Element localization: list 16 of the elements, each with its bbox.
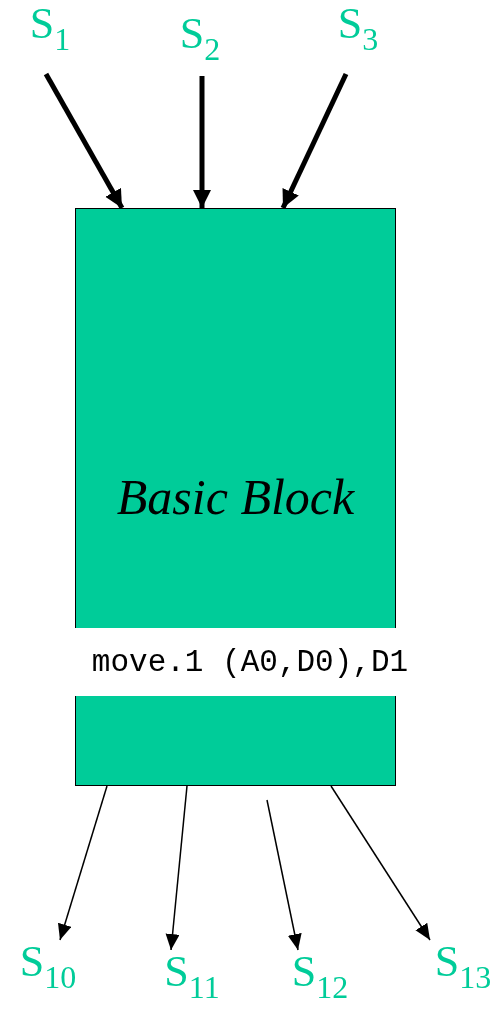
instruction-text: move.1 (A0,D0),D1 — [91, 644, 409, 680]
signal-label: S$_{1}$ — [22, 2, 78, 74]
arrow — [266, 799, 302, 951]
signal-label: S$_{2}$ — [172, 12, 228, 76]
signal-label: S$_{10}$ — [12, 940, 84, 1002]
arrow — [280, 72, 349, 210]
arrow — [330, 785, 431, 941]
arrow — [43, 72, 125, 210]
signal-label: S$_{11}$ — [156, 950, 228, 1014]
signal-label: S$_{3}$ — [330, 2, 386, 74]
signal-label: S$_{12}$ — [284, 950, 356, 1014]
arrow — [193, 76, 211, 208]
signal-label: S$_{13}$ — [427, 940, 499, 1002]
arrow — [165, 785, 188, 951]
arrow — [58, 785, 108, 941]
block-title: Basic Block — [116, 468, 355, 526]
